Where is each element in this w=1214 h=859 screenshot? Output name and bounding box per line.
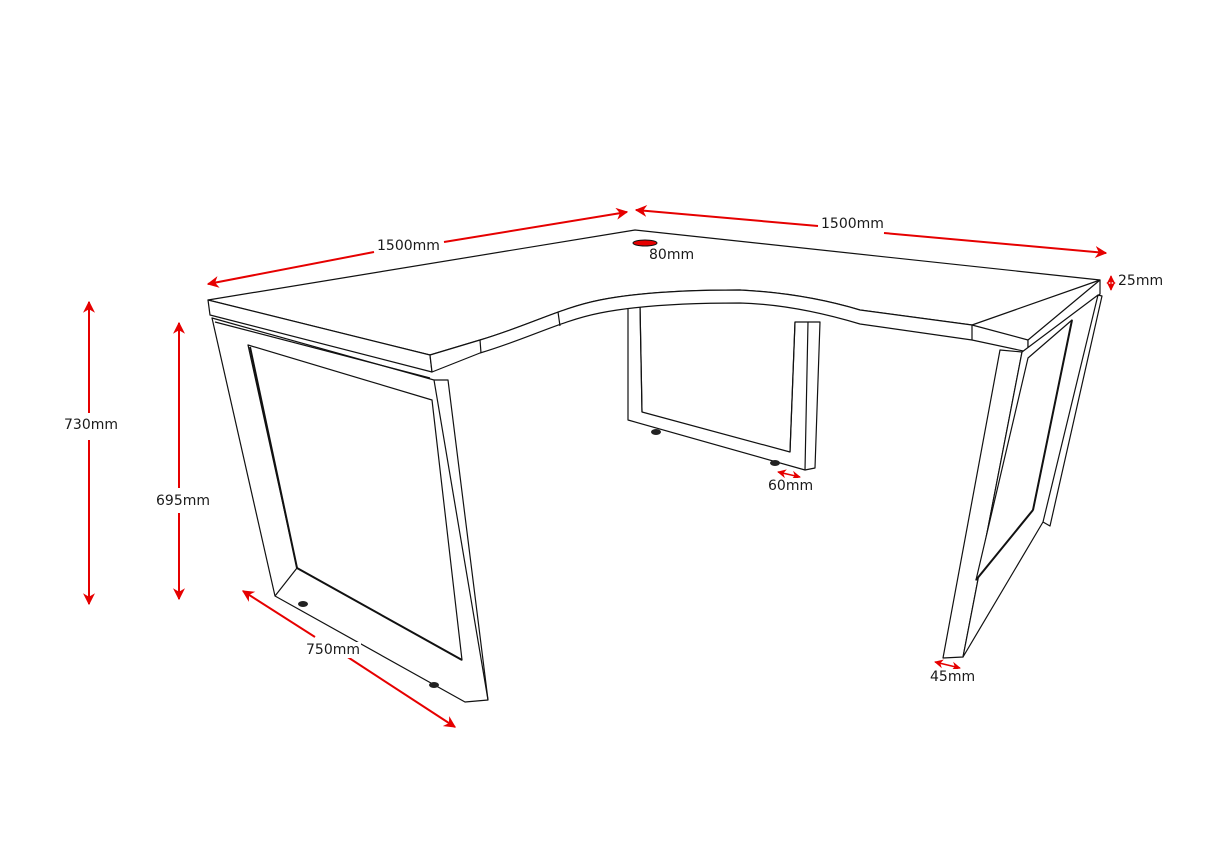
center-leg	[627, 304, 821, 471]
dim-label-leg-depth: 750mm	[305, 642, 361, 658]
grommet-hole	[632, 239, 658, 247]
right-leg	[942, 294, 1103, 659]
dim-label-top-right-length: 1500mm	[820, 216, 885, 232]
dim-label-leg-height: 695mm	[155, 493, 211, 509]
dim-label-top-left-length: 1500mm	[376, 238, 441, 254]
dim-label-overall-height: 730mm	[63, 417, 119, 433]
dim-label-grommet: 80mm	[648, 247, 696, 263]
dimension-lines	[83, 204, 1116, 728]
dim-label-center-leg-width: 60mm	[767, 478, 815, 494]
dim-label-leg-frame-width: 45mm	[929, 669, 977, 685]
left-leg	[211, 317, 489, 703]
dim-label-top-thickness: 25mm	[1117, 273, 1165, 289]
